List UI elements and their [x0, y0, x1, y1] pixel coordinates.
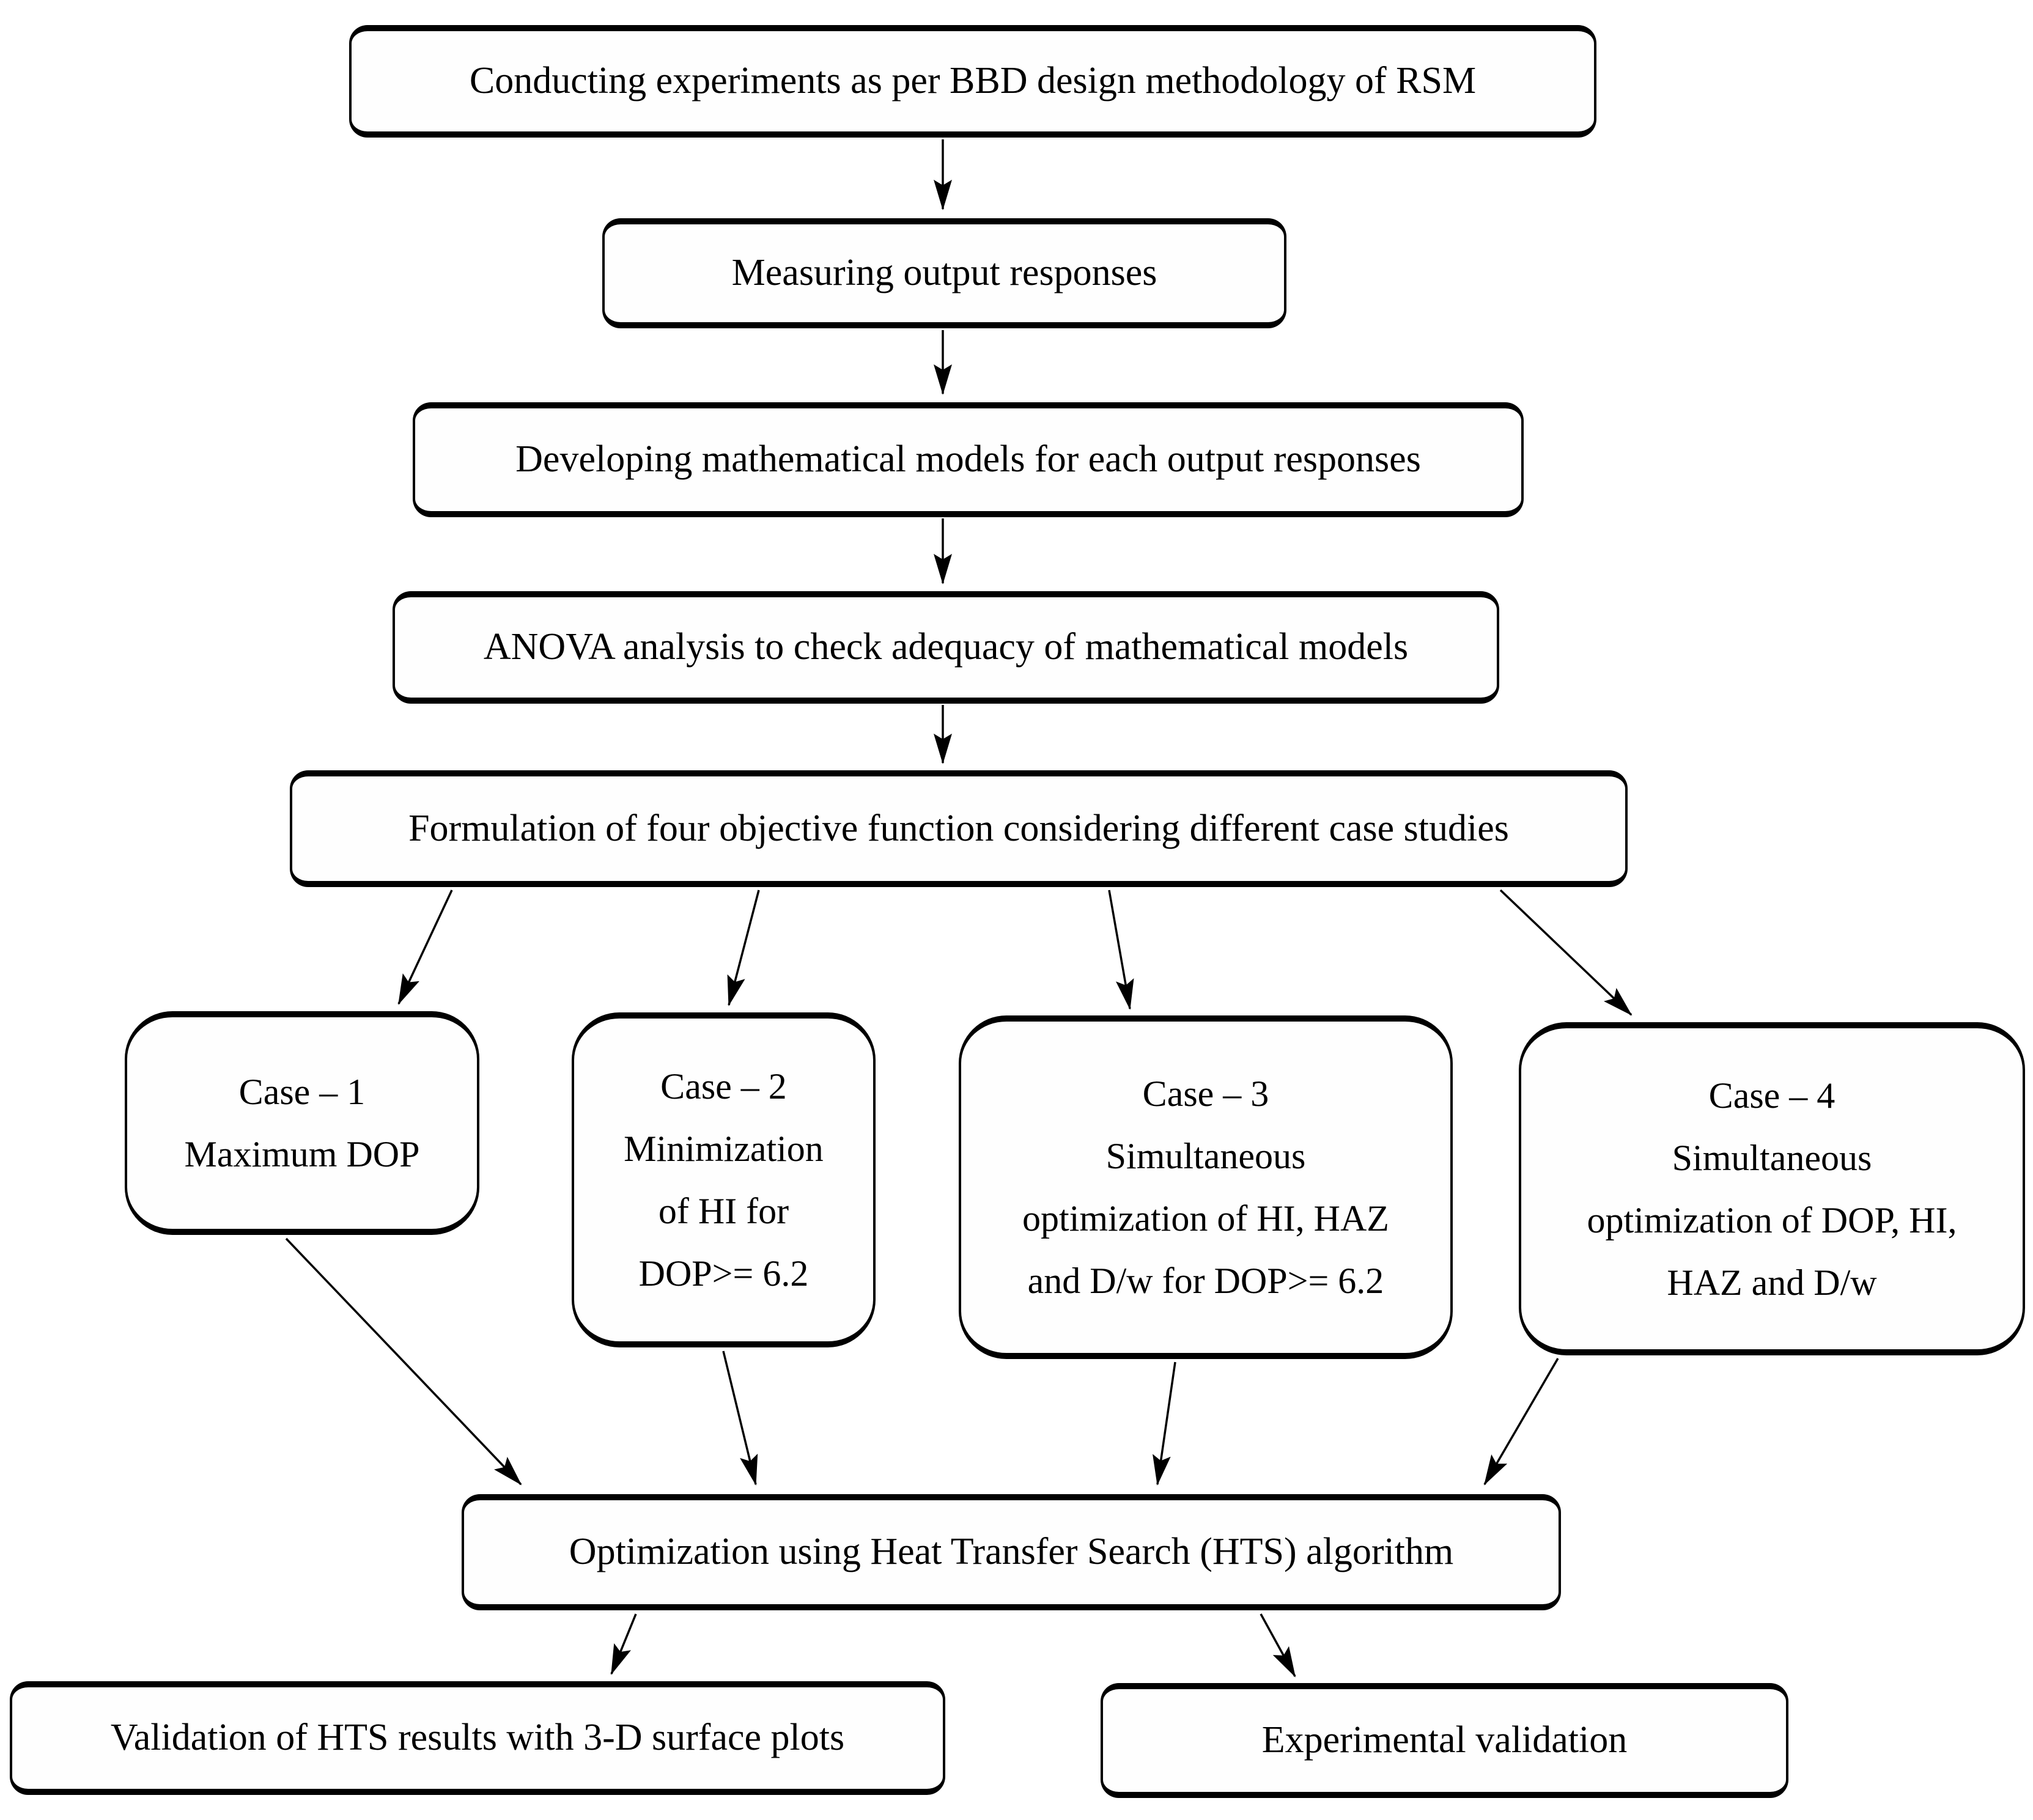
case-3-line: optimization of HI, HAZ [1022, 1198, 1389, 1239]
case-3-title: Case – 3 [1142, 1074, 1269, 1114]
node-experimental-validation-label: Experimental validation [1261, 1719, 1628, 1761]
arrow-formulation-to-case1 [397, 890, 453, 1005]
arrow-case3-to-hts [1153, 1361, 1176, 1486]
node-case-3: Case – 3 Simultaneous optimization of HI… [959, 1015, 1453, 1359]
arrow-formulation-to-case2 [727, 890, 760, 1006]
case-4-line: optimization of DOP, HI, [1587, 1199, 1957, 1240]
case-2-line: DOP>= 6.2 [638, 1253, 809, 1294]
arrow-case4-to-hts [1483, 1358, 1559, 1486]
case-1-title: Case – 1 [238, 1072, 366, 1112]
node-formulation: Formulation of four objective function c… [290, 770, 1628, 887]
node-measure-responses: Measuring output responses [602, 218, 1286, 328]
node-case-1: Case – 1 Maximum DOP [125, 1011, 479, 1235]
node-experimental-validation: Experimental validation [1101, 1683, 1788, 1798]
node-conduct-experiments-label: Conducting experiments as per BBD design… [469, 60, 1477, 102]
arrow-formulation-to-case4 [1499, 889, 1633, 1016]
node-anova-analysis: ANOVA analysis to check adequacy of math… [393, 591, 1499, 704]
node-anova-analysis-label: ANOVA analysis to check adequacy of math… [483, 626, 1409, 668]
arrow-case2-to-hts [722, 1350, 758, 1486]
node-develop-models-label: Developing mathematical models for each … [515, 438, 1421, 481]
case-3-line: Simultaneous [1105, 1136, 1306, 1176]
arrow-hts-to-validation [610, 1613, 637, 1675]
node-case-4: Case – 4 Simultaneous optimization of DO… [1519, 1022, 2025, 1355]
node-optimization-hts-label: Optimization using Heat Transfer Search … [569, 1531, 1454, 1573]
case-4-line: Simultaneous [1672, 1137, 1872, 1178]
case-3-line: and D/w for DOP>= 6.2 [1027, 1261, 1384, 1301]
node-case-2: Case – 2 Minimization of HI for DOP>= 6.… [572, 1012, 876, 1347]
case-1-line: Maximum DOP [184, 1134, 420, 1174]
node-validation-surface-plots: Validation of HTS results with 3-D surfa… [10, 1681, 945, 1795]
case-2-line: of HI for [658, 1191, 789, 1231]
case-4-title: Case – 4 [1708, 1075, 1836, 1116]
case-2-title: Case – 2 [660, 1066, 787, 1107]
node-validation-surface-plots-label: Validation of HTS results with 3-D surfa… [110, 1717, 845, 1759]
node-optimization-hts: Optimization using Heat Transfer Search … [462, 1494, 1561, 1610]
arrow-case1-to-hts [285, 1237, 522, 1486]
node-formulation-label: Formulation of four objective function c… [408, 807, 1509, 849]
node-measure-responses-label: Measuring output responses [731, 252, 1157, 294]
arrow-hts-to-experimental [1260, 1613, 1296, 1678]
case-4-line: HAZ and D/w [1667, 1262, 1877, 1303]
node-conduct-experiments: Conducting experiments as per BBD design… [349, 25, 1596, 138]
node-develop-models: Developing mathematical models for each … [413, 402, 1524, 517]
arrow-formulation-to-case3 [1108, 890, 1134, 1010]
case-2-line: Minimization [624, 1129, 824, 1169]
